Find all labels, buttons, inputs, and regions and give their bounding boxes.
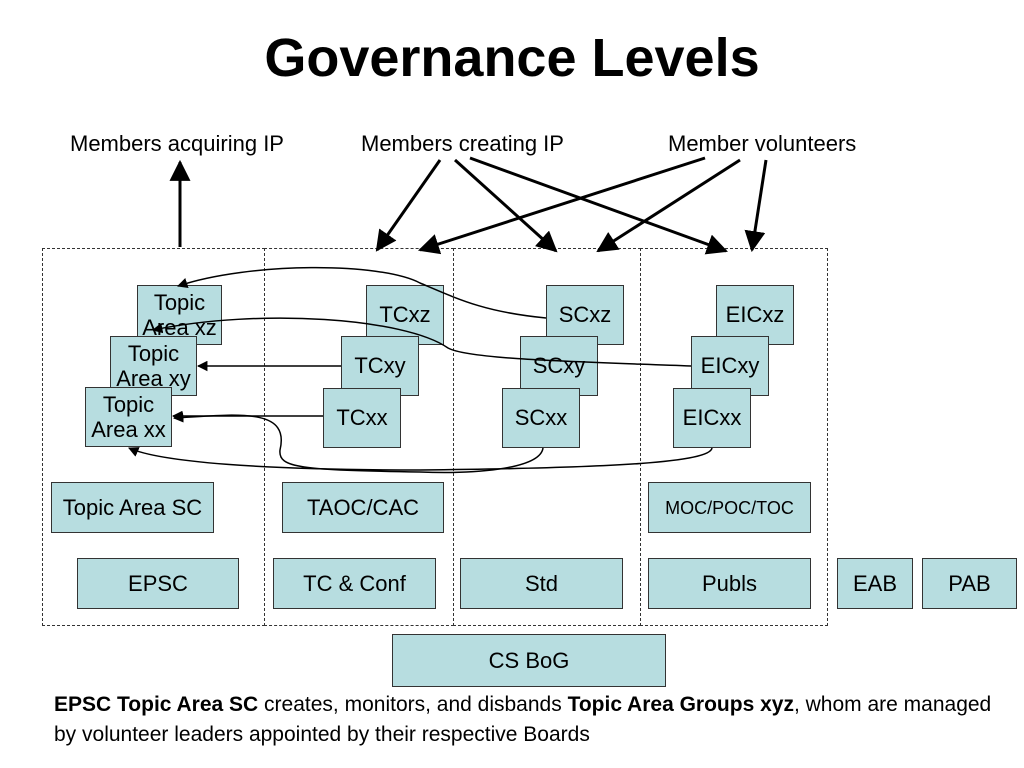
scxx-label: SCxx <box>514 405 568 430</box>
eicxz-box[interactable]: EICxz <box>716 285 794 345</box>
moc-poc-toc-box[interactable]: MOC/POC/TOC <box>648 482 811 533</box>
topic-area-xx-label: Topic Area xx <box>91 392 166 442</box>
cs-bog-label: CS BoG <box>488 647 570 673</box>
topic-area-xy-label: Topic Area xy <box>116 341 191 391</box>
std-box[interactable]: Std <box>460 558 623 609</box>
eicxy-box[interactable]: EICxy <box>691 336 769 396</box>
cs-bog-box[interactable]: CS BoG <box>392 634 666 687</box>
header-members-acquiring-ip: Members acquiring IP <box>70 131 284 156</box>
epsc-box[interactable]: EPSC <box>77 558 239 609</box>
caption-bold-2: Topic Area Groups xyz <box>567 693 794 716</box>
arrow-creating-to-tc <box>375 159 442 252</box>
tcxy-label: TCxy <box>354 353 406 378</box>
caption: EPSC Topic Area SC creates, monitors, an… <box>54 690 994 750</box>
moc-poc-toc-label: MOC/POC/TOC <box>665 497 794 518</box>
topic-area-sc-box[interactable]: Topic Area SC <box>51 482 214 533</box>
publs-box[interactable]: Publs <box>648 558 811 609</box>
arrow-volunteers-to-tc <box>418 156 706 255</box>
header-member-volunteers: Member volunteers <box>668 131 857 156</box>
tc-conf-box[interactable]: TC & Conf <box>273 558 436 609</box>
eab-label: EAB <box>852 570 898 596</box>
std-label: Std <box>524 570 559 596</box>
tcxx-box[interactable]: TCxx <box>323 388 401 448</box>
eicxx-box[interactable]: EICxx <box>673 388 751 448</box>
topic-area-sc-label: Topic Area SC <box>62 494 203 520</box>
arrow-creating-to-std <box>453 158 558 253</box>
arrow-creating-to-publs <box>469 156 728 255</box>
scxx-box[interactable]: SCxx <box>502 388 580 448</box>
scxy-label: SCxy <box>532 353 586 378</box>
arrow-volunteers-to-publs <box>744 159 768 253</box>
eicxy-label: EICxy <box>700 353 760 378</box>
tcxx-label: TCxx <box>336 405 388 430</box>
publs-label: Publs <box>701 570 758 596</box>
scxz-label: SCxz <box>558 302 612 327</box>
eicxz-label: EICxz <box>725 302 785 327</box>
arrow-volunteers-to-std <box>596 158 741 253</box>
tcxz-label: TCxz <box>379 302 431 327</box>
topic-area-xz-label: Topic Area xz <box>142 290 217 340</box>
eicxx-label: EICxx <box>682 405 742 430</box>
header-members-creating-ip: Members creating IP <box>361 131 564 156</box>
tcxy-box[interactable]: TCxy <box>341 336 419 396</box>
tc-conf-label: TC & Conf <box>303 570 406 596</box>
caption-bold-1: EPSC Topic Area SC <box>54 693 259 716</box>
taoc-cac-box[interactable]: TAOC/CAC <box>282 482 444 533</box>
topic-area-xx-box[interactable]: Topic Area xx <box>85 387 172 447</box>
caption-text-1: creates, monitors, and disbands <box>258 693 568 716</box>
taoc-cac-label: TAOC/CAC <box>306 494 420 520</box>
page-title: Governance Levels <box>264 28 760 88</box>
eab-box[interactable]: EAB <box>837 558 913 609</box>
epsc-label: EPSC <box>128 570 188 596</box>
caption-text-2: , whom are managed by volunteer leaders … <box>54 693 992 746</box>
pab-label: PAB <box>948 570 991 596</box>
pab-box[interactable]: PAB <box>922 558 1017 609</box>
scxy-box[interactable]: SCxy <box>520 336 598 396</box>
